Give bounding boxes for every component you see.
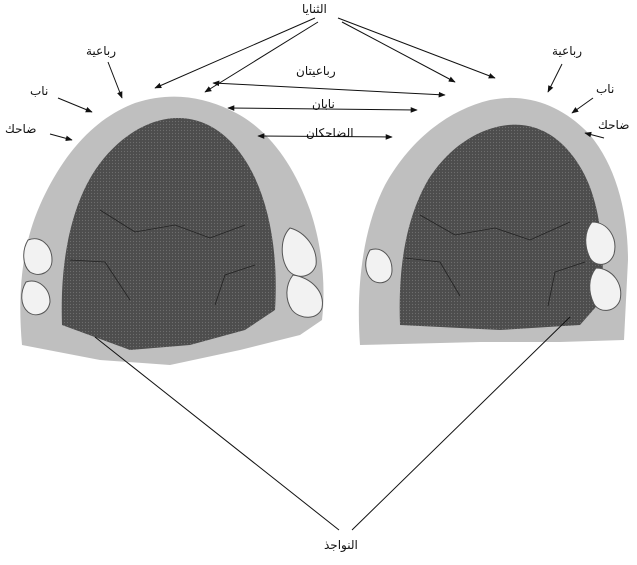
left-dental-arch [20,97,323,365]
label-left-lateral-incisor: رباعية [86,44,116,58]
right-dental-arch [359,98,628,345]
label-lateral-incisors-pair: رباعيتان [296,64,336,78]
label-central-incisors: الثنايا [302,2,327,16]
arrow-left-lateral-incisor [108,62,122,98]
label-canines-pair: نابان [312,97,335,111]
label-right-canine: ناب [596,82,614,96]
label-left-premolar: ضاحك [5,122,36,136]
label-left-canine: ناب [30,84,48,98]
label-premolars-pair: الضاحكان [306,126,354,140]
arrow-left-premolar [50,134,72,140]
leader-molars-left [95,337,339,530]
arrow-right-canine [572,98,593,113]
arrow-lateral-incisors-pair [213,83,445,95]
arrow-central-incisors-right-2 [342,22,455,82]
label-molars: النواجذ [324,538,358,552]
arrow-central-incisors-left-2 [205,22,318,92]
arrow-central-incisors-right-1 [338,18,495,78]
label-right-lateral-incisor: رباعية [552,44,582,58]
arrow-central-incisors-left-1 [155,18,315,88]
label-right-premolar: ضاحك [598,118,629,132]
arrow-left-canine [58,98,92,112]
arrow-right-lateral-incisor [548,64,562,92]
leader-molars-right [352,317,570,530]
